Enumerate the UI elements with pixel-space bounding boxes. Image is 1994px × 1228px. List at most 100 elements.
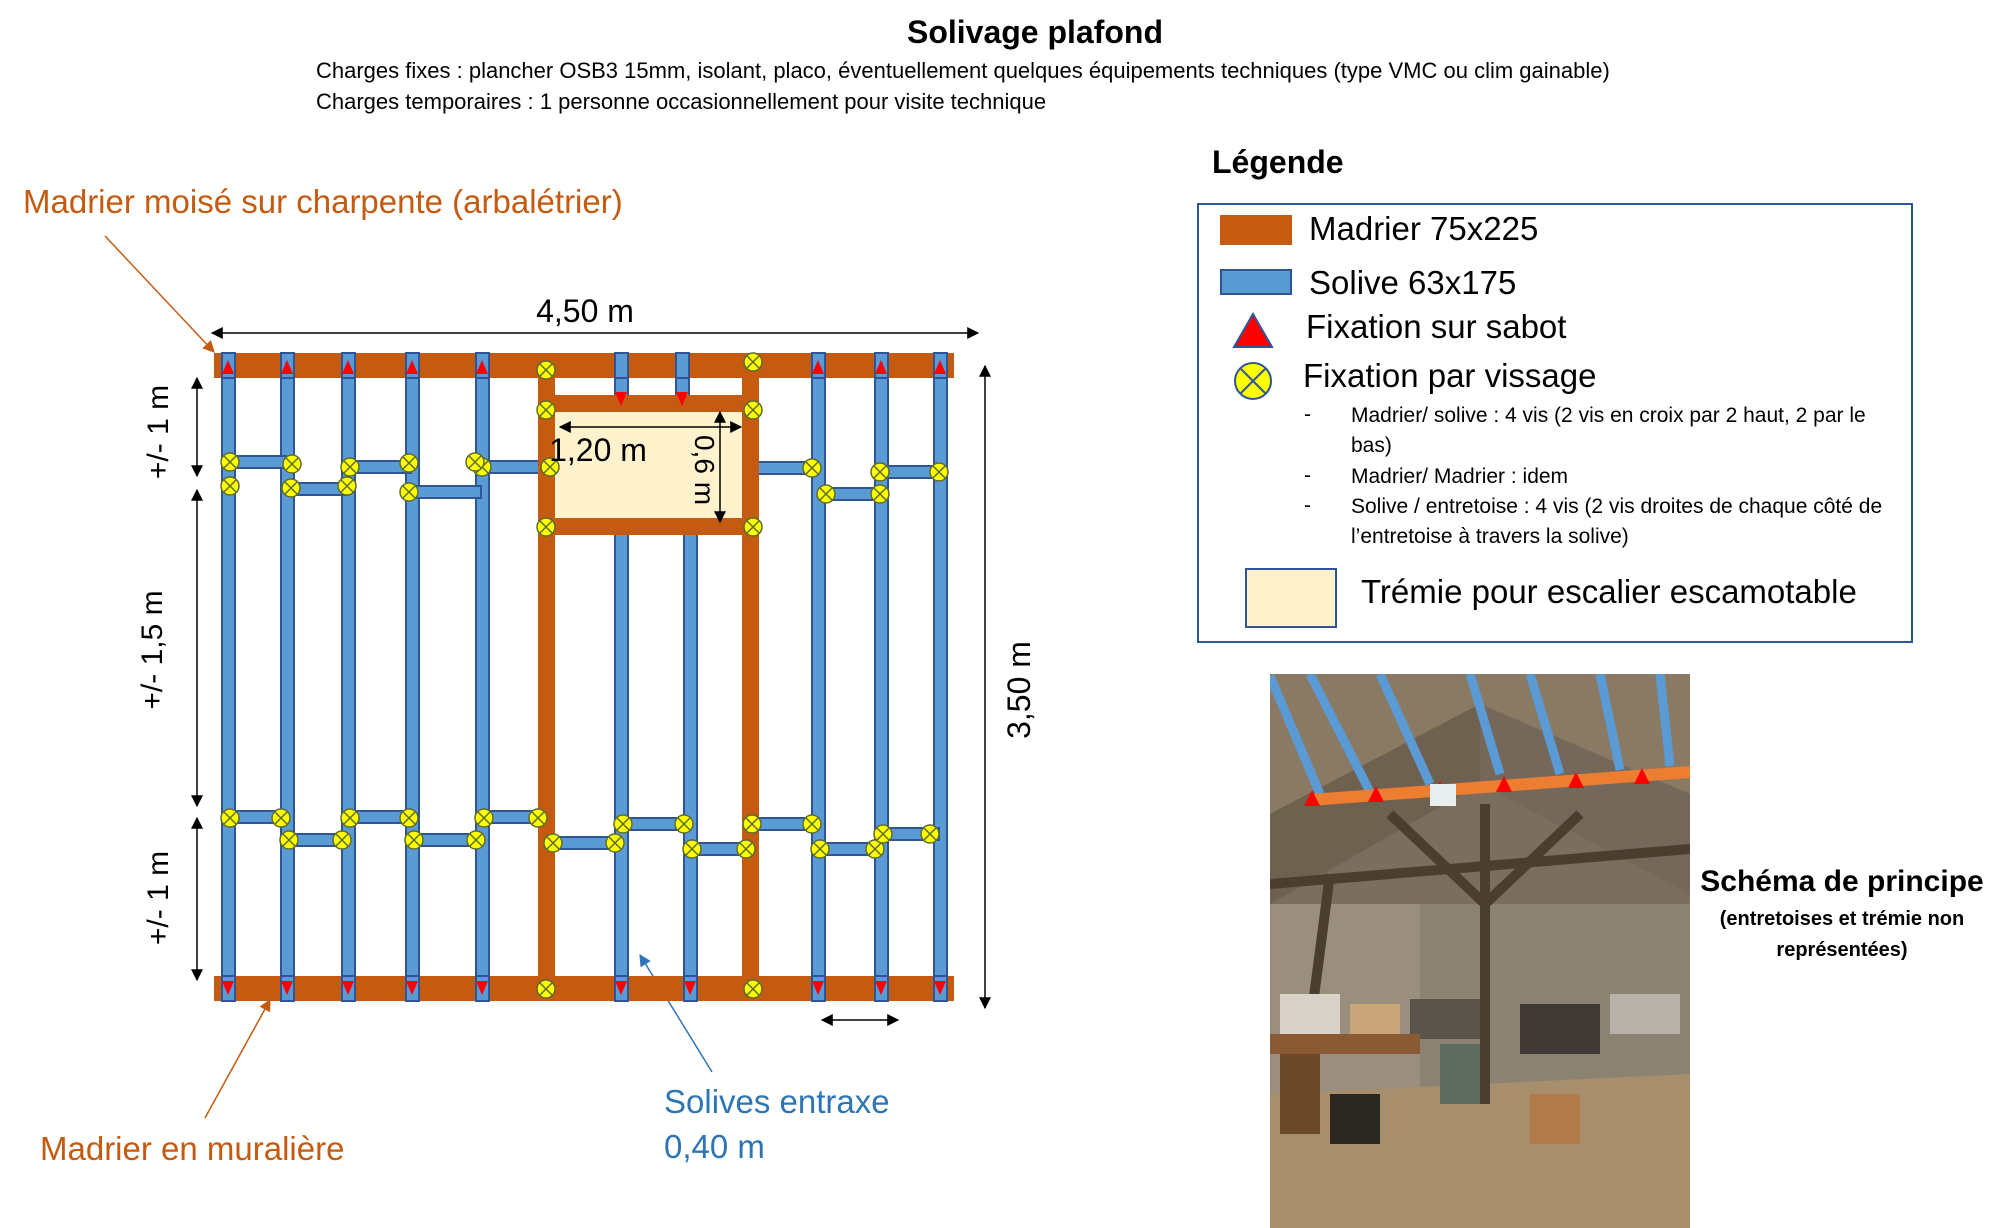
screw-icon (404, 830, 424, 850)
sabot-icon (476, 981, 488, 995)
sabot-icon (281, 981, 293, 995)
sabot-icon (406, 360, 418, 374)
legend-sabot-icon (1232, 311, 1274, 348)
sabot-icon (342, 360, 354, 374)
screw-icon (743, 352, 763, 372)
joist (933, 357, 948, 1002)
screw-icon (870, 462, 890, 482)
legend-detail-madrier-solive: Madrier/ solive : 4 vis (2 vis en croix … (1351, 404, 1866, 457)
screw-icon (810, 839, 830, 859)
beam-header-bottom (555, 518, 742, 535)
screw-icon (399, 482, 419, 502)
screw-icon (674, 814, 694, 834)
legend-madrier-label: Madrier 75x225 (1309, 210, 1539, 247)
legend-tremie-swatch (1245, 568, 1337, 628)
screw-icon (271, 808, 291, 828)
screw-icon (613, 814, 633, 834)
screw-icon (873, 824, 893, 844)
sabot-icon (406, 981, 418, 995)
screw-icon (220, 452, 240, 472)
beam-header-top (555, 395, 742, 412)
sabot-icon (812, 360, 824, 374)
sabot-icon (615, 392, 627, 406)
framing-plan: 4,50 m 1,20 m 3,50 m +/- 1 m +/- 1,5 m +… (104, 235, 1037, 1119)
legend-detail-solive-entretoise: Solive / entretoise : 4 vis (2 vis droit… (1351, 495, 1883, 548)
zone-bottom-label: +/- 1 m (142, 851, 175, 945)
sabot-icon (875, 360, 887, 374)
width-label: 4,50 m (536, 293, 634, 329)
screw-icon (399, 808, 419, 828)
spacer (413, 485, 482, 499)
sabot-icon (875, 981, 887, 995)
sabot-icon (934, 981, 946, 995)
screw-icon (466, 830, 486, 850)
screw-icon (742, 814, 762, 834)
callout-top-beam: Madrier moisé sur charpente (arbalétrier… (23, 183, 623, 220)
callout-top-leader (104, 235, 215, 353)
height-label: 3,50 m (1001, 641, 1037, 739)
screw-icon (743, 517, 763, 537)
legend-detail-dash: - (1304, 403, 1311, 426)
callout-wall-plate: Madrier en muralière (40, 1130, 345, 1167)
screw-icon (920, 824, 940, 844)
callout-bottom-leader (204, 998, 271, 1119)
beam-bottom (214, 976, 954, 1001)
legend-madrier-swatch (1220, 215, 1292, 245)
fixed-loads-text: Charges fixes : plancher OSB3 15mm, isol… (316, 58, 1610, 83)
screw-icon (682, 839, 702, 859)
zone-middle-label: +/- 1,5 m (136, 590, 169, 709)
screw-icon (528, 808, 548, 828)
screw-icon (743, 400, 763, 420)
screw-icon (340, 457, 360, 477)
photo-caption: Schéma de principe (entretoises et trémi… (1690, 860, 1994, 966)
screw-icon (536, 517, 556, 537)
joist (341, 357, 356, 1002)
screw-icon (929, 462, 949, 482)
callout-joists-leader (639, 953, 713, 1073)
joist (683, 532, 698, 1002)
screw-icon (865, 839, 885, 859)
screw-icon (536, 979, 556, 999)
legend-box: Madrier 75x225 Solive 63x175 Fixation su… (1197, 203, 1913, 643)
screw-icon (605, 833, 625, 853)
sabot-icon (222, 981, 234, 995)
sabot-icon (222, 360, 234, 374)
legend-tremie-label: Trémie pour escalier escamotable (1361, 573, 1857, 610)
screw-icon (540, 457, 560, 477)
screw-icon (332, 830, 352, 850)
dimensions (191, 327, 991, 1026)
temporary-loads-text: Charges temporaires : 1 personne occasio… (316, 89, 1047, 114)
sabot-icon (684, 981, 696, 995)
joist (811, 357, 826, 1002)
legend-heading: Légende (1212, 144, 1344, 180)
callout-joists-line2: 0,40 m (664, 1128, 765, 1165)
beam-top (214, 353, 954, 378)
legend-detail-dash: - (1304, 464, 1311, 487)
page-title: Solivage plafond (906, 14, 1164, 50)
legend-screw-icon (1234, 362, 1272, 400)
legend-solive-swatch (1220, 269, 1292, 295)
attic-photo (1270, 674, 1690, 1228)
opening-width-label: 1,20 m (549, 432, 647, 468)
opening-depth-label: 0,6 m (689, 435, 720, 505)
screw-icon (543, 833, 563, 853)
screw-icon (536, 400, 556, 420)
sabot-icon (934, 360, 946, 374)
legend-detail-dash: - (1304, 494, 1311, 517)
screw-icon (282, 454, 302, 474)
screw-icon (816, 484, 836, 504)
screw-icon (743, 979, 763, 999)
screw-icon (736, 839, 756, 859)
screw-icon (281, 478, 301, 498)
legend-detail-madrier-madrier: Madrier/ Madrier : idem (1351, 465, 1569, 488)
joist (614, 532, 629, 1002)
photo-caption-note: (entretoises et trémie non représentées) (1719, 908, 1965, 961)
callout-joists-line1: Solives entraxe (664, 1083, 890, 1120)
sabot-icon (476, 360, 488, 374)
legend-solive-label: Solive 63x175 (1309, 264, 1517, 301)
screw-fixations (220, 352, 949, 999)
legend-screw-label: Fixation par vissage (1303, 357, 1597, 394)
screw-icon (279, 830, 299, 850)
screw-icon (465, 452, 485, 472)
sabot-fixations (222, 360, 946, 995)
